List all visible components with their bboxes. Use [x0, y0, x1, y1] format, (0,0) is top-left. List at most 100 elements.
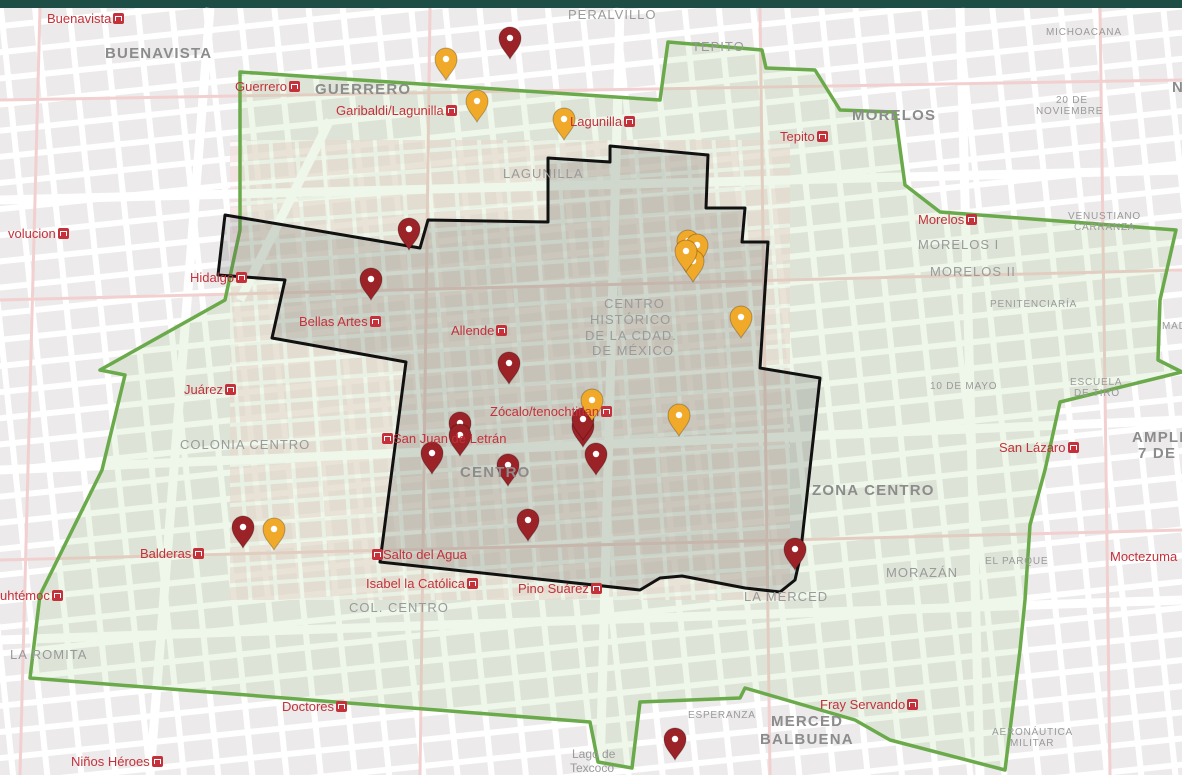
metro-icon	[236, 272, 248, 283]
metro-icon	[445, 105, 457, 116]
metro-icon	[225, 384, 237, 395]
metro-icon	[907, 699, 919, 710]
district-peralvillo: PERALVILLO	[568, 7, 657, 22]
metro-icon	[372, 549, 383, 560]
label-el-parque: EL PARQUE	[985, 556, 1049, 567]
red-map-pin[interactable]	[496, 453, 520, 488]
inner-zone-boundary	[216, 144, 822, 594]
orange-map-pin[interactable]	[552, 107, 576, 142]
red-map-pin[interactable]	[448, 423, 472, 458]
red-map-pin[interactable]	[783, 537, 807, 572]
metro-icon	[289, 81, 301, 92]
metro-tepito[interactable]: Tepito	[780, 130, 828, 143]
metro-label: Doctores	[282, 699, 335, 714]
metro-label: San Lázaro	[999, 440, 1066, 455]
red-map-pin[interactable]	[231, 515, 255, 550]
label-venustiano-2: CARRANZA	[1074, 222, 1136, 233]
red-map-pin[interactable]	[584, 442, 608, 477]
top-bar	[0, 0, 1182, 8]
metro-morelos[interactable]: Morelos	[918, 212, 978, 227]
district-centro-historico-1: CENTRO	[604, 296, 665, 311]
metro-garibaldi[interactable]: Garibaldi/Lagunilla	[336, 104, 457, 117]
red-map-pin[interactable]	[359, 267, 383, 302]
metro-salto-del-agua[interactable]: Salto del Agua	[370, 548, 467, 561]
label-mad: MAD	[1162, 321, 1182, 332]
metro-icon	[590, 583, 602, 594]
metro-icon	[496, 325, 508, 336]
metro-icon	[57, 228, 69, 239]
orange-map-pin[interactable]	[667, 403, 691, 438]
metro-label: uhtémoc	[0, 588, 50, 603]
label-esperanza: ESPERANZA	[688, 710, 756, 721]
metro-icon	[966, 214, 978, 225]
metro-label: Juárez	[184, 382, 224, 397]
metro-guerrero[interactable]: Guerrero	[235, 79, 301, 94]
red-map-pin[interactable]	[571, 407, 595, 442]
metro-icon	[624, 116, 636, 127]
metro-label: Allende	[451, 323, 495, 338]
red-map-pin[interactable]	[497, 351, 521, 386]
metro-label: Bellas Artes	[299, 314, 368, 329]
district-ampli-1: AMPLI	[1132, 429, 1182, 446]
orange-map-pin[interactable]	[580, 388, 604, 423]
district-centro-historico-3: DE LA CDAD.	[585, 328, 677, 343]
red-pins	[231, 26, 807, 762]
metro-revolucion[interactable]: volucion	[8, 227, 69, 240]
label-20-nov-1: 20 DE	[1056, 95, 1088, 106]
metro-zocalo[interactable]: Zócalo/tenochtitlan	[490, 404, 613, 419]
red-map-pin[interactable]	[516, 508, 540, 543]
district-buenavista: BUENAVISTA	[105, 45, 213, 62]
district-morelos: MORELOS	[852, 107, 937, 124]
metro-juarez[interactable]: Juárez	[184, 382, 237, 397]
orange-pins	[262, 47, 753, 552]
metro-pino-suarez[interactable]: Pino Suárez	[518, 582, 602, 595]
metro-cuauhtemoc[interactable]: uhtémoc	[0, 589, 63, 602]
metro-lagunilla[interactable]: Lagunilla	[570, 115, 636, 128]
metro-label: Zócalo/tenochtitlan	[490, 404, 600, 419]
metro-hidalgo[interactable]: Hidalgo	[190, 271, 248, 284]
district-morazan: MORAZÁN	[886, 565, 958, 580]
metro-ninos-heroes[interactable]: Niños Héroes	[71, 755, 163, 768]
metro-fray-servando[interactable]: Fray Servando	[820, 698, 919, 711]
red-map-pin[interactable]	[420, 441, 444, 476]
metro-icon	[1067, 442, 1079, 453]
orange-map-pin[interactable]	[729, 305, 753, 340]
metro-icon	[816, 131, 828, 142]
metro-icon	[151, 756, 163, 767]
district-col-centro: COL. CENTRO	[349, 600, 449, 615]
orange-map-pin[interactable]	[465, 89, 489, 124]
metro-bellas-artes[interactable]: Bellas Artes	[299, 315, 381, 328]
metro-balderas[interactable]: Balderas	[140, 547, 205, 560]
metro-san-juan[interactable]: San Juan de Letrán	[380, 432, 506, 445]
metro-label: Garibaldi/Lagunilla	[336, 103, 444, 118]
district-morelos-i: MORELOS I	[918, 237, 1000, 252]
metro-label: Pino Suárez	[518, 581, 589, 596]
metro-allende[interactable]: Allende	[451, 323, 508, 338]
metro-icon	[193, 548, 205, 559]
red-map-pin[interactable]	[663, 727, 687, 762]
label-aeronautica-2: MILITAR	[1010, 738, 1055, 749]
metro-icon	[51, 590, 63, 601]
metro-label: Isabel la Católica	[366, 576, 465, 591]
red-map-pin[interactable]	[498, 26, 522, 61]
metro-label: Salto del Agua	[383, 547, 467, 562]
label-venustiano-1: VENUSTIANO	[1068, 211, 1142, 222]
orange-map-pin[interactable]	[674, 239, 698, 274]
metro-label: Tepito	[780, 129, 815, 144]
metro-label: Guerrero	[235, 79, 288, 94]
metro-doctores[interactable]: Doctores	[282, 699, 348, 714]
label-aeronautica-1: AERONÁUTICA	[992, 727, 1074, 738]
metro-label: Buenavista	[47, 11, 112, 26]
metro-moctezuma[interactable]: Moctezuma	[1110, 550, 1177, 563]
metro-icon	[601, 406, 613, 417]
metro-isabel[interactable]: Isabel la Católica	[366, 577, 478, 590]
metro-label: Morelos	[918, 212, 965, 227]
orange-map-pin[interactable]	[262, 517, 286, 552]
label-20-nov-2: NOVIEMBRE	[1036, 106, 1104, 117]
red-map-pin[interactable]	[397, 217, 421, 252]
label-escuela-2: DE TIRO	[1074, 388, 1120, 399]
orange-map-pin[interactable]	[434, 47, 458, 82]
metro-buenavista[interactable]: Buenavista	[47, 11, 125, 26]
metro-san-lazaro[interactable]: San Lázaro	[999, 441, 1079, 454]
